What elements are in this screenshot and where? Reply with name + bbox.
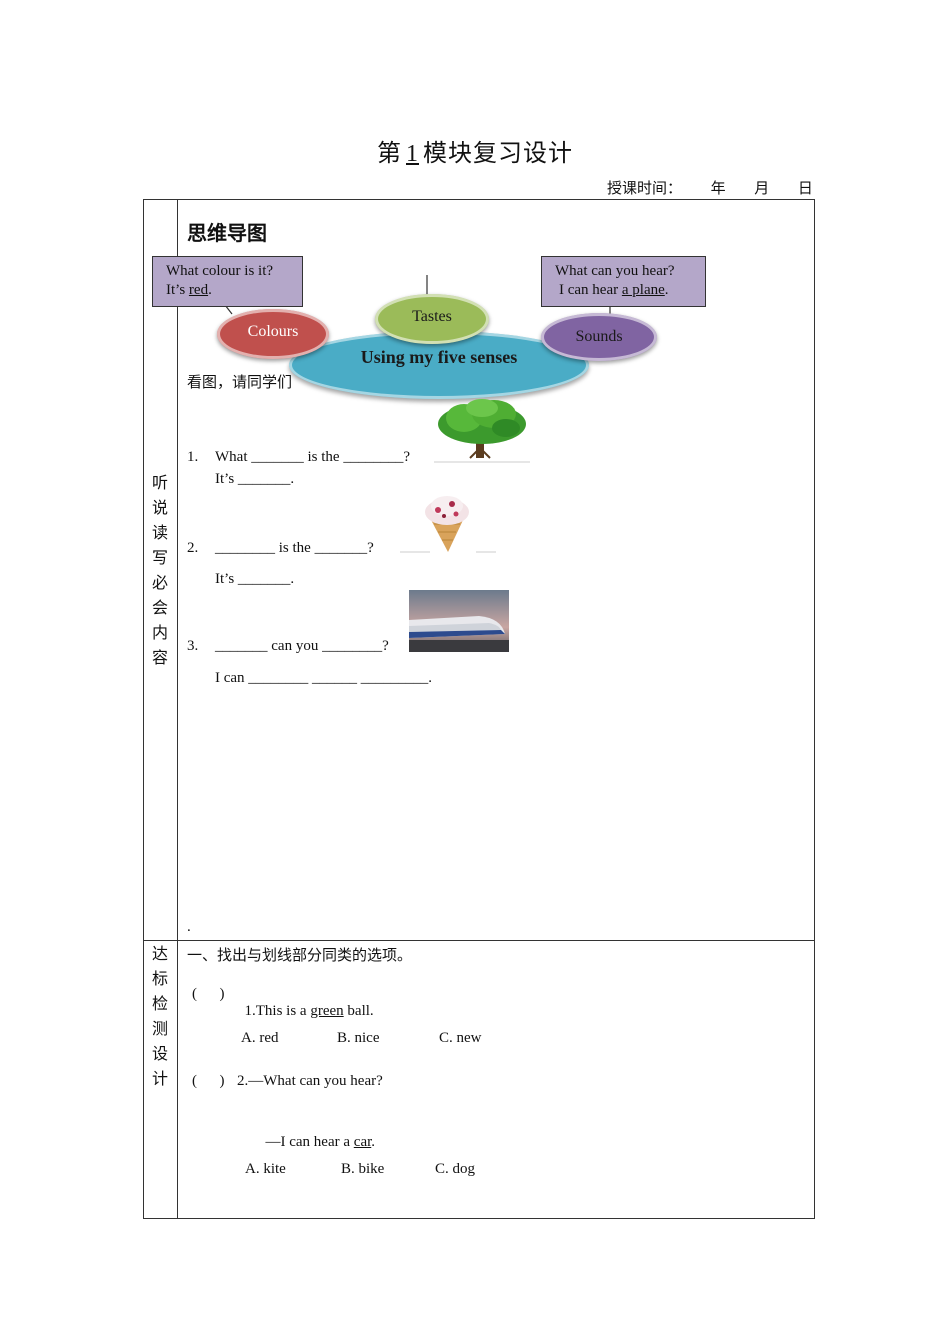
sound-question-box: What can you hear? I can hear a plane. bbox=[541, 256, 706, 307]
test-q2-option-a: A. kite bbox=[245, 1161, 286, 1177]
test-q1-option-b: B. nice bbox=[337, 1030, 380, 1046]
exercise-1-question: What _______ is the ________? bbox=[215, 449, 410, 465]
lesson-table bbox=[143, 199, 815, 1219]
underlined-word: car bbox=[353, 1134, 372, 1150]
exercise-1-answer: It’s _______. bbox=[215, 471, 295, 487]
test-q1-sentence: 1.This is a green ball. bbox=[244, 1003, 374, 1019]
mindmap-node-colours: Colours bbox=[217, 309, 329, 359]
test-q2-question: 2.—What can you hear? bbox=[237, 1073, 383, 1089]
test-q2-answer: —I can hear a car. bbox=[265, 1134, 376, 1150]
mindmap-center-node: Using my five senses bbox=[289, 331, 589, 399]
exercise-1-number: 1. bbox=[187, 449, 199, 465]
mindmap-node-tastes: Tastes bbox=[375, 294, 489, 344]
exercise-3-answer: I can ________ ______ _________. bbox=[215, 670, 433, 686]
date-line: 授课时间： 年 月 日 bbox=[607, 179, 813, 197]
column-divider bbox=[177, 199, 178, 1219]
end-dot: . bbox=[187, 919, 191, 935]
exercise-2-question: ________ is the _______? bbox=[215, 540, 374, 556]
exercise-3-question: _______ can you ________? bbox=[215, 638, 389, 654]
exercise-2-number: 2. bbox=[187, 540, 199, 556]
ice-cream-image bbox=[400, 496, 496, 553]
underlined-word: green bbox=[310, 1003, 344, 1019]
test-q2-option-c: C. dog bbox=[435, 1161, 476, 1177]
mindmap-node-sounds: Sounds bbox=[541, 313, 657, 361]
module-number: 1 bbox=[406, 141, 419, 167]
exercise-2-answer: It’s _______. bbox=[215, 571, 295, 587]
test-q1-option-c: C. new bbox=[439, 1030, 482, 1046]
instruction-text: 看图，请同学们 bbox=[187, 373, 293, 391]
test-q1-option-a: A. red bbox=[241, 1030, 279, 1046]
side-label-test-design: 达 标 检 测 设 计 bbox=[151, 944, 168, 1088]
train-image bbox=[409, 590, 509, 652]
colour-question-box: What colour is it? It’s red. bbox=[152, 256, 303, 307]
side-label-must-know: 听 说 读 写 必 会 内 容 bbox=[151, 473, 168, 667]
tree-image bbox=[434, 399, 530, 463]
exercise-3-number: 3. bbox=[187, 638, 199, 654]
mindmap-heading: 思维导图 bbox=[187, 221, 267, 245]
test-q1-paren: ( ) bbox=[192, 986, 225, 1002]
test-q2-paren: ( ) bbox=[192, 1073, 225, 1089]
row-divider bbox=[143, 940, 815, 941]
test-heading: 一、找出与划线部分同类的选项。 bbox=[187, 946, 413, 964]
test-q2-option-b: B. bike bbox=[341, 1161, 385, 1177]
